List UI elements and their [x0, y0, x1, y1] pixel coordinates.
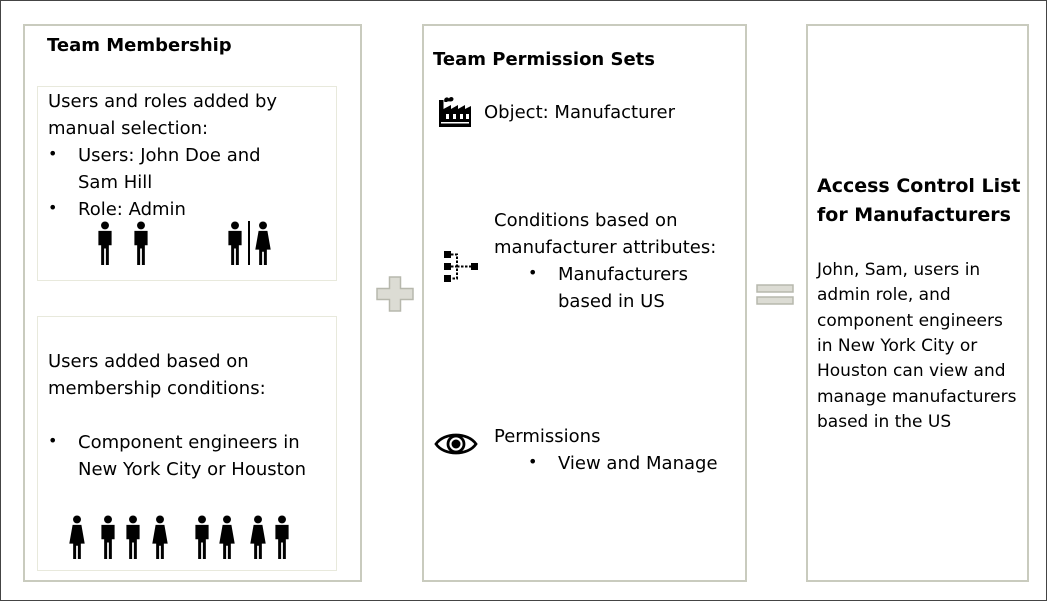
acl-title-line1: Access Control List	[817, 175, 1021, 197]
acl-body-line: in New York City or	[817, 335, 978, 356]
acl-body-line: component engineers	[817, 310, 1003, 331]
factory-icon	[436, 94, 472, 132]
bullet: •	[48, 431, 58, 450]
team-membership-title: Team Membership	[47, 35, 232, 56]
bullet: •	[48, 144, 58, 163]
man-icon	[122, 515, 144, 559]
hierarchy-icon	[441, 249, 481, 289]
manual-selection-box	[37, 86, 337, 281]
man-icon	[224, 221, 246, 265]
condition-users-icons	[66, 515, 293, 559]
man-icon	[94, 221, 116, 265]
woman-icon	[149, 515, 171, 559]
conditions-item-line2: based in US	[558, 291, 665, 312]
access-control-list-panel	[806, 24, 1029, 582]
conditions-line2: manufacturer attributes:	[494, 237, 717, 258]
bullet: •	[528, 263, 538, 282]
bullet: •	[48, 198, 58, 217]
equals-icon	[756, 284, 794, 310]
conditions-item-line1: Manufacturers	[558, 264, 688, 285]
conditions-line1: Conditions based on	[494, 210, 678, 231]
object-label: Object: Manufacturer	[484, 102, 675, 123]
eye-icon	[434, 428, 478, 464]
acl-title-line2: for Manufacturers	[817, 204, 1011, 226]
man-icon	[191, 515, 213, 559]
admin-role-icon	[224, 221, 274, 265]
bullet: •	[528, 452, 538, 471]
acl-body-line: John, Sam, users in	[817, 260, 981, 280]
plus-icon	[376, 276, 414, 316]
acl-body-line: Houston can view and	[817, 361, 1006, 382]
woman-icon	[247, 515, 269, 559]
acl-body-line: admin role, and	[817, 285, 951, 306]
conditions-heading-line2: membership conditions:	[48, 378, 266, 399]
permissions-item: View and Manage	[558, 453, 718, 474]
manual-role: Role: Admin	[78, 199, 186, 220]
acl-body-line: manage manufacturers	[817, 386, 1017, 407]
woman-icon	[252, 221, 274, 265]
manual-users-line2: Sam Hill	[78, 172, 153, 193]
woman-icon	[216, 515, 238, 559]
man-icon	[271, 515, 293, 559]
permissions-label: Permissions	[494, 426, 601, 447]
man-icon	[97, 515, 119, 559]
manual-users-icons	[94, 221, 152, 265]
manual-heading-line1: Users and roles added by	[48, 91, 278, 112]
woman-icon	[66, 515, 88, 559]
conditions-item-line2: New York City or Houston	[78, 459, 307, 480]
conditions-heading-line1: Users added based on	[48, 351, 249, 372]
manual-heading-line2: manual selection:	[48, 118, 209, 139]
conditions-item-line1: Component engineers in	[78, 432, 300, 453]
manual-users-line1: Users: John Doe and	[78, 145, 261, 166]
man-icon	[130, 221, 152, 265]
permission-sets-title: Team Permission Sets	[433, 49, 656, 70]
team-permission-sets-panel	[422, 24, 747, 582]
divider-icon	[248, 221, 250, 265]
acl-body-line: based in the US	[817, 411, 952, 432]
